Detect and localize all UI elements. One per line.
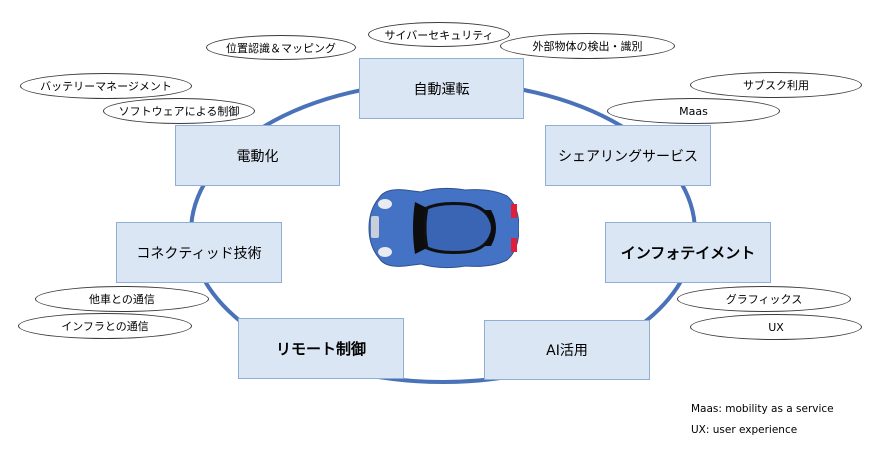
box-ai-utilization: AI活用	[484, 320, 650, 380]
box-electrification: 電動化	[175, 125, 340, 186]
car-top-view-icon	[368, 187, 519, 269]
box-autonomous-driving: 自動運転	[359, 58, 524, 119]
headlight-left	[378, 199, 392, 209]
tag-software-control: ソフトウェアによる制御	[103, 98, 255, 124]
car-roof	[423, 202, 495, 254]
note-ux-definition: UX: user experience	[691, 424, 798, 436]
tag-ux: UX	[690, 314, 862, 340]
box-remote-control: リモート制御	[238, 318, 404, 379]
note-maas-definition: Maas: mobility as a service	[691, 403, 834, 415]
tail-light-bottom	[511, 238, 517, 252]
car-grille	[371, 216, 379, 238]
box-infotainment: インフォテイメント	[605, 222, 771, 283]
windshield	[413, 202, 427, 254]
tag-subscription: サブスク利用	[690, 72, 862, 98]
rear-window	[485, 210, 496, 246]
tag-v2v-communication: 他車との通信	[35, 286, 209, 312]
box-connected-technology: コネクティッド技術	[116, 222, 282, 283]
box-sharing-service: シェアリングサービス	[545, 125, 711, 186]
tag-maas: Maas	[607, 98, 780, 124]
tag-object-detection: 外部物体の検出・識別	[500, 33, 675, 59]
tag-cyber-security: サイバーセキュリティ	[368, 22, 510, 47]
headlight-right	[378, 247, 392, 257]
tag-battery-management: バッテリーマネージメント	[20, 73, 192, 99]
tail-light-top	[511, 204, 517, 218]
tag-localization-mapping: 位置認識＆マッピング	[206, 35, 356, 60]
tag-graphics: グラフィックス	[677, 286, 851, 312]
tag-v2i-communication: インフラとの通信	[18, 313, 192, 339]
